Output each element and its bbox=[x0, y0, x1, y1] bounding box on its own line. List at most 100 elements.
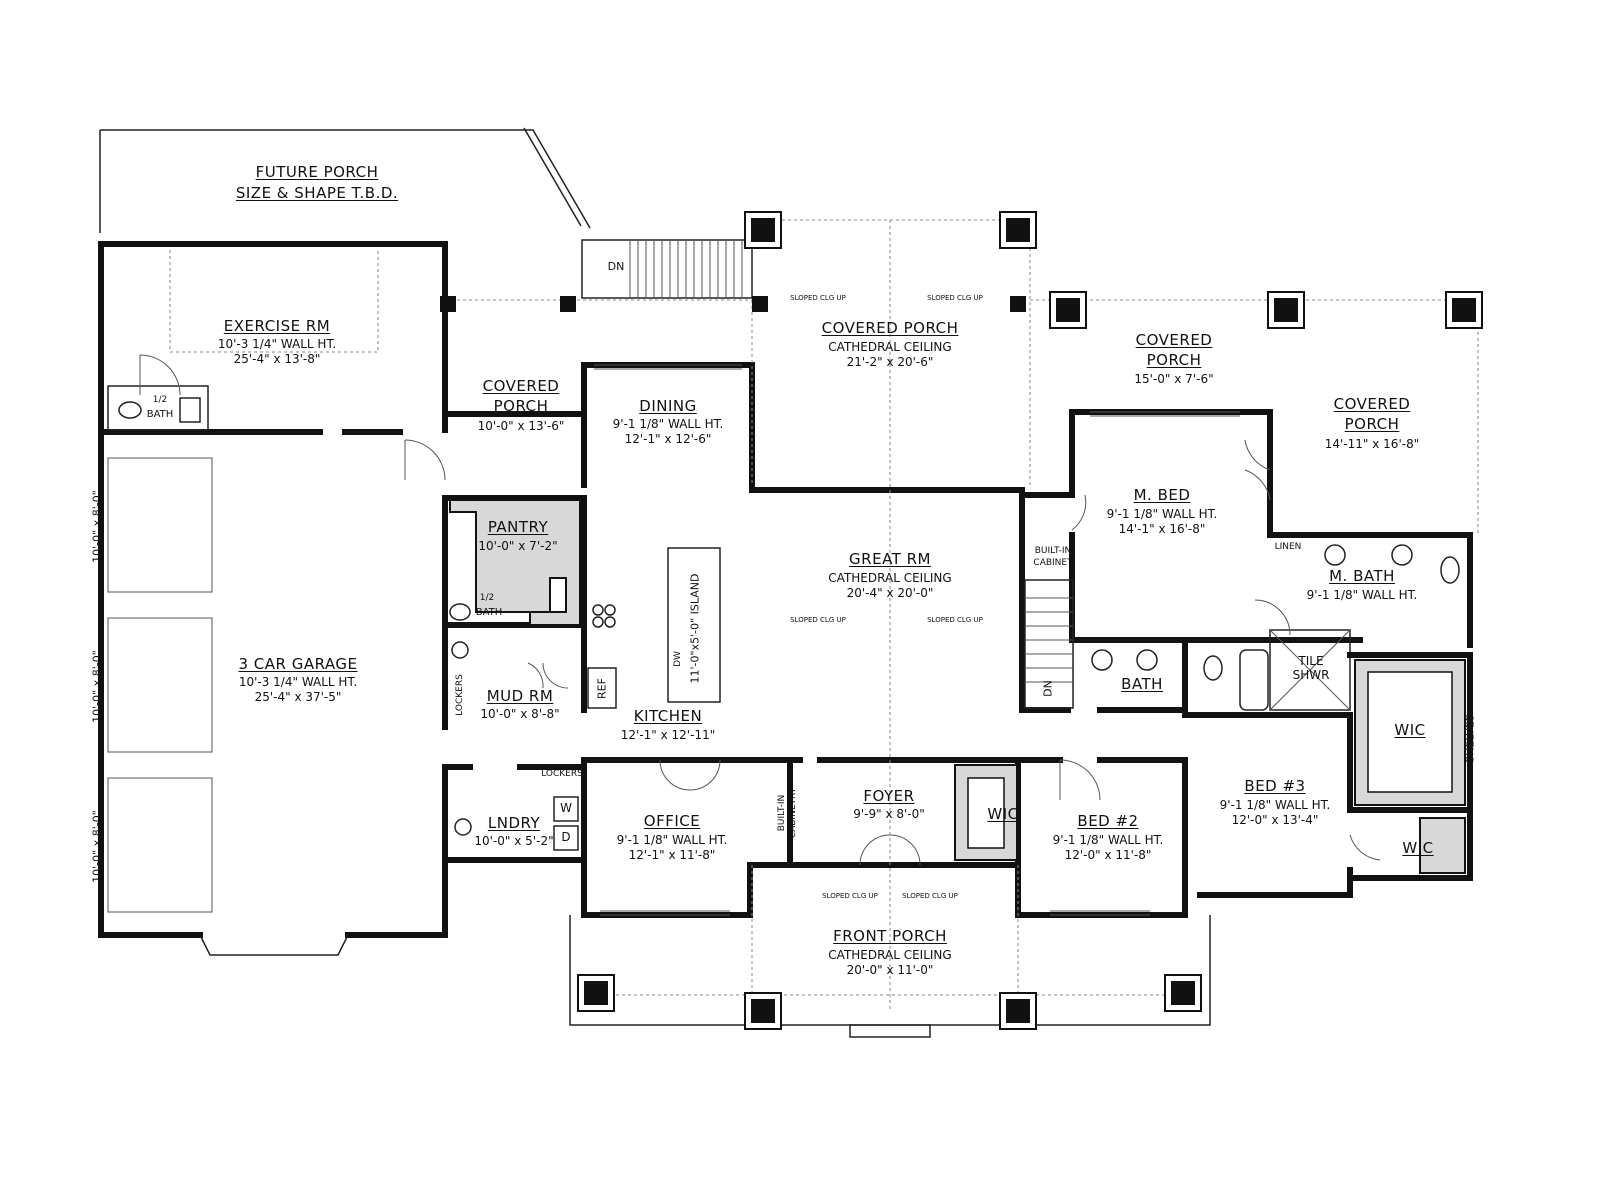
master-bed-wall-height: 9'-1 1/8" WALL HT. bbox=[1106, 507, 1218, 521]
half-bath-mid-fraction: 1/2 bbox=[479, 593, 495, 603]
sloped-ceiling-marker-3: SLOPED CLG UP bbox=[790, 616, 846, 624]
kitchen-name: KITCHEN bbox=[633, 707, 703, 725]
garage-name: 3 CAR GARAGE bbox=[238, 655, 358, 673]
covered-porch-right-dims: 14'-11" x 16'-8" bbox=[1324, 437, 1420, 451]
covered-porch-right-name-1: COVERED bbox=[1333, 395, 1411, 413]
future-porch-size: SIZE & SHAPE T.B.D. bbox=[235, 184, 399, 202]
covered-porch-right-top-name-2: PORCH bbox=[1146, 351, 1202, 369]
linen-label: LINEN bbox=[1274, 542, 1302, 552]
tile-shower-line-2: SHWR bbox=[1292, 668, 1330, 682]
built-in-cabinet-line-1: BUILT-IN bbox=[1034, 546, 1072, 556]
great-room-name: GREAT RM bbox=[849, 550, 931, 568]
sloped-ceiling-marker-1: SLOPED CLG UP bbox=[790, 294, 846, 302]
office-name: OFFICE bbox=[643, 812, 701, 830]
garage-door-1-dims: 10'-0" x 8'-0" bbox=[90, 490, 104, 563]
bath-name: BATH bbox=[1121, 675, 1163, 693]
porch-outlines bbox=[445, 219, 1479, 1038]
rear-stair-down-label: DN bbox=[607, 260, 625, 273]
office-wall-height: 9'-1 1/8" WALL HT. bbox=[616, 833, 728, 847]
foyer-name: FOYER bbox=[863, 787, 915, 805]
future-porch-outline bbox=[99, 127, 591, 233]
refrigerator-label: REF bbox=[595, 678, 609, 699]
bed-3-name: BED #3 bbox=[1244, 777, 1306, 795]
garage-dims: 25'-4" x 37'-5" bbox=[254, 690, 342, 704]
shelves-label: SHELVES bbox=[1463, 714, 1477, 763]
built-in-cabinetry-line-2: CABINETRY bbox=[788, 787, 798, 839]
covered-porch-right-name-2: PORCH bbox=[1344, 415, 1400, 433]
sloped-ceiling-marker-2: SLOPED CLG UP bbox=[927, 294, 983, 302]
built-in-cabinetry-line-1: BUILT-IN bbox=[777, 794, 787, 832]
bed-2-dims: 12'-0" x 11'-8" bbox=[1064, 848, 1152, 862]
covered-porch-left-name-1: COVERED bbox=[482, 377, 560, 395]
front-porch-name: FRONT PORCH bbox=[833, 927, 947, 945]
lockers-mud-label: LOCKERS bbox=[455, 674, 465, 716]
porch-piers bbox=[440, 211, 1483, 1030]
sloped-ceiling-marker-5: SLOPED CLG UP bbox=[822, 892, 878, 900]
half-bath-top-label: BATH bbox=[146, 409, 174, 420]
master-bath-name: M. BATH bbox=[1329, 567, 1395, 585]
rear-stair bbox=[581, 239, 753, 299]
exercise-room-dims: 25'-4" x 13'-8" bbox=[233, 352, 321, 366]
covered-porch-right-top-name-1: COVERED bbox=[1135, 331, 1213, 349]
dining-wall-height: 9'-1 1/8" WALL HT. bbox=[612, 417, 724, 431]
garage-block-walls bbox=[98, 241, 448, 956]
pantry-name: PANTRY bbox=[487, 518, 549, 536]
covered-porch-center-ceiling: CATHEDRAL CEILING bbox=[828, 340, 952, 354]
sloped-ceiling-marker-6: SLOPED CLG UP bbox=[902, 892, 958, 900]
mud-room-name: MUD RM bbox=[486, 687, 554, 705]
windows bbox=[594, 364, 1240, 916]
house-walls bbox=[442, 362, 1473, 918]
interior-stair-down-label: DN bbox=[1041, 680, 1055, 697]
garage-door-3-dims: 10'-0" x 8'-0" bbox=[90, 810, 104, 883]
kitchen-island bbox=[667, 547, 721, 703]
great-room-ceiling: CATHEDRAL CEILING bbox=[828, 571, 952, 585]
built-in-cabinet-line-2: CABINET bbox=[1033, 558, 1073, 568]
covered-porch-left-name-2: PORCH bbox=[493, 397, 549, 415]
office-dims: 12'-1" x 11'-8" bbox=[628, 848, 716, 862]
future-porch-name: FUTURE PORCH bbox=[255, 163, 379, 181]
bed-3-dims: 12'-0" x 13'-4" bbox=[1231, 813, 1319, 827]
wic-right-bottom-name: WIC bbox=[1402, 839, 1434, 857]
master-bed-name: M. BED bbox=[1133, 486, 1191, 504]
pantry-dims: 10'-0" x 7'-2" bbox=[478, 539, 558, 553]
refrigerator bbox=[587, 667, 617, 709]
covered-porch-center-name: COVERED PORCH bbox=[821, 319, 959, 337]
front-porch-dims: 20'-0" x 11'-0" bbox=[846, 963, 934, 977]
kitchen-dims: 12'-1" x 12'-11" bbox=[620, 728, 716, 742]
laundry-name: LNDRY bbox=[487, 814, 541, 832]
washer-label: W bbox=[560, 801, 572, 815]
garage-wall-height: 10'-3 1/4" WALL HT. bbox=[238, 675, 358, 689]
mud-room-dims: 10'-0" x 8'-8" bbox=[480, 707, 560, 721]
pantry-shelving bbox=[449, 499, 581, 626]
wic-left-name: WIC bbox=[987, 805, 1019, 823]
dining-name: DINING bbox=[639, 397, 697, 415]
master-bath-wall-height: 9'-1 1/8" WALL HT. bbox=[1306, 588, 1418, 602]
tile-shower-line-1: TILE bbox=[1298, 654, 1324, 668]
dining-dims: 12'-1" x 12'-6" bbox=[624, 432, 712, 446]
great-room-dims: 20'-4" x 20'-0" bbox=[846, 586, 934, 600]
bed-2-name: BED #2 bbox=[1077, 812, 1139, 830]
front-porch-ceiling: CATHEDRAL CEILING bbox=[828, 948, 952, 962]
master-bed-dims: 14'-1" x 16'-8" bbox=[1118, 522, 1206, 536]
half-bath-top-fraction: 1/2 bbox=[152, 395, 168, 405]
dryer-label: D bbox=[561, 830, 571, 844]
wic-right-top-name: WIC bbox=[1394, 721, 1426, 739]
sloped-ceiling-marker-4: SLOPED CLG UP bbox=[927, 616, 983, 624]
half-bath-mid-label: BATH bbox=[475, 607, 503, 618]
lockers-laundry-label: LOCKERS bbox=[541, 769, 583, 779]
bed-3-wall-height: 9'-1 1/8" WALL HT. bbox=[1219, 798, 1331, 812]
covered-porch-center-dims: 21'-2" x 20'-6" bbox=[846, 355, 934, 369]
garage-door-2-dims: 10'-0" x 8'-0" bbox=[90, 650, 104, 723]
covered-porch-right-top-dims: 15'-0" x 7'-6" bbox=[1134, 372, 1214, 386]
plumbing-fixtures bbox=[118, 397, 1460, 851]
dishwasher-label: DW bbox=[673, 651, 683, 667]
covered-porch-left-dims: 10'-0" x 13'-6" bbox=[477, 419, 565, 433]
exercise-room-name: EXERCISE RM bbox=[223, 317, 331, 335]
laundry-dims: 10'-0" x 5'-2" bbox=[474, 834, 554, 848]
island-label: 11'-0"x5'-0" ISLAND bbox=[688, 573, 702, 684]
bed-2-wall-height: 9'-1 1/8" WALL HT. bbox=[1052, 833, 1164, 847]
exercise-room-wall-height: 10'-3 1/4" WALL HT. bbox=[217, 337, 337, 351]
door-swings bbox=[139, 354, 1381, 866]
garage-door-panels bbox=[107, 457, 213, 913]
